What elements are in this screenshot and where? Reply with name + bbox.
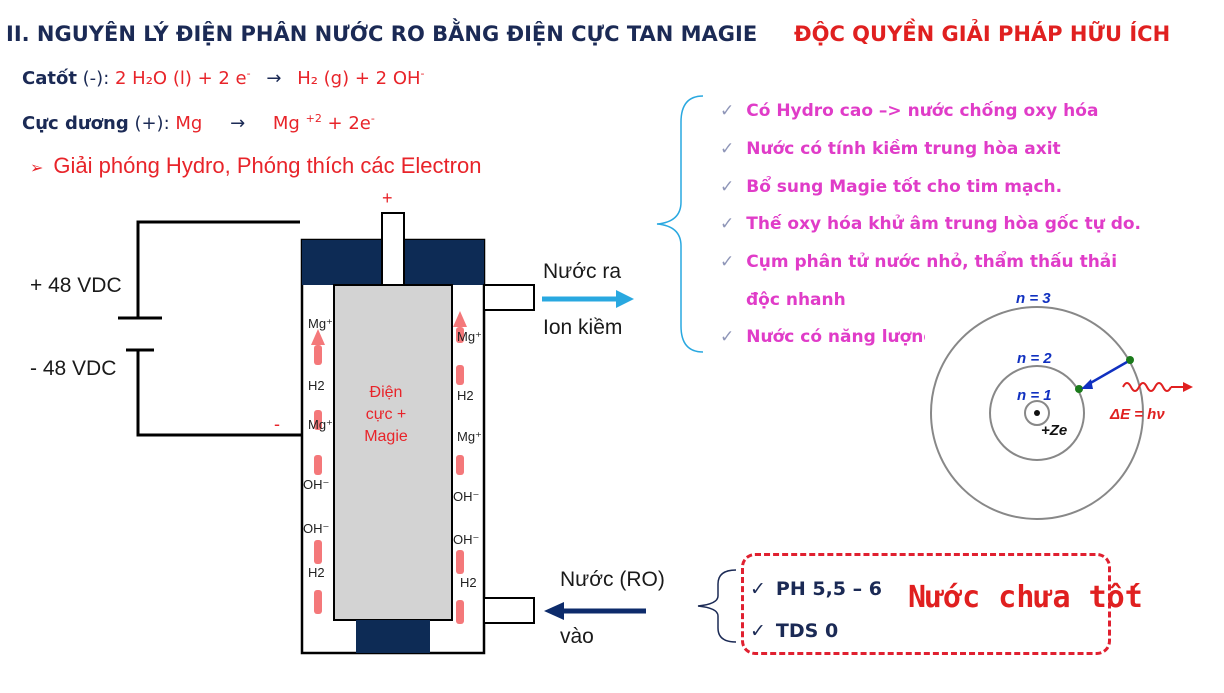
ro-verdict: Nước chưa tốt (908, 580, 1143, 615)
anode-rhs-sup: +2 (305, 112, 322, 125)
energy-label: ΔE = hν (1109, 406, 1165, 423)
outlet-arrow (542, 290, 634, 308)
anode-equation: Cực dương (+): Mg → Mg +2 + 2e- (22, 112, 375, 134)
electron-outer (1126, 356, 1134, 364)
ion-label-left: OH⁻ (303, 477, 330, 492)
benefit-item: ✓Thế oxy hóa khử âm trung hòa gốc tự do. (720, 214, 1142, 234)
cathode-arrow: → (266, 68, 282, 89)
ion-label-left: Mg⁺ (308, 417, 333, 432)
power-wiring (118, 220, 302, 437)
cathode-lhs-sup: - (246, 67, 251, 80)
ion-label-right: H2 (460, 575, 477, 590)
inlet-label-1: Nước (RO) (560, 568, 665, 591)
label-n1: n = 1 (1017, 387, 1052, 404)
ion-label-right: Mg⁺ (457, 429, 482, 444)
minus-voltage-label: - 48 VDC (30, 357, 117, 380)
check-icon: ✓ (720, 327, 735, 347)
anode-rhs: Mg (272, 113, 300, 134)
check-icon: ✓ (750, 578, 766, 600)
nucleus-label: +Ze (1041, 422, 1067, 439)
label-n3: n = 3 (1016, 290, 1051, 307)
ion-label-right: OH⁻ (453, 532, 480, 547)
check-icon: ✓ (720, 139, 735, 159)
release-marker: ➢ (30, 160, 44, 177)
anode-rhs-tail: + 2e (321, 113, 371, 134)
check-icon: ✓ (720, 252, 735, 272)
ion-label-left: Mg⁺ (308, 316, 333, 331)
benefit-item: ✓Bổ sung Magie tốt cho tim mạch. (720, 177, 1063, 197)
release-line: ➢ Giải phóng Hydro, Phóng thích các Elect… (30, 153, 481, 179)
photon-wave (1122, 382, 1172, 392)
ion-label-right: OH⁻ (453, 489, 480, 504)
release-text: Giải phóng Hydro, Phóng thích các Electr… (53, 153, 482, 178)
inlet-pipe (483, 597, 535, 624)
cathode-rhs-sup: - (420, 67, 425, 80)
inlet-arrow (544, 602, 646, 620)
electrolysis-cell (300, 212, 535, 655)
benefit-item-continued: độc nhanh (746, 290, 846, 310)
benefit-item: ✓Cụm phân tử nước nhỏ, thẩm thấu thải (720, 252, 1118, 272)
ro-specs-box (741, 553, 1111, 655)
plus-terminal-sign: + (382, 188, 393, 208)
magnesium-electrode (333, 284, 453, 621)
transition-arrow (1086, 360, 1128, 387)
anode-lhs: Mg (175, 113, 203, 134)
orbit-n2 (989, 365, 1085, 461)
cathode-equation: Catốt (-): 2 H₂O (l) + 2 e- → H₂ (g) + 2… (22, 67, 425, 89)
anode-sign: (+): (128, 113, 176, 134)
ion-label-right: H2 (457, 388, 474, 403)
ion-label-left: H2 (308, 378, 325, 393)
check-icon: ✓ (750, 620, 766, 642)
page-title: II. NGUYÊN LÝ ĐIỆN PHÂN NƯỚC RO BẰNG ĐIỆ… (6, 22, 758, 46)
electron-inner (1075, 385, 1083, 393)
left-flow-column (311, 329, 325, 614)
nucleus (1034, 410, 1040, 416)
check-icon: ✓ (720, 177, 735, 197)
ion-label-left: H2 (308, 565, 325, 580)
benefit-item: ✓Nước có năng lượng (720, 327, 936, 347)
ion-label-right: Mg⁺ (457, 329, 482, 344)
benefit-item: ✓Nước có tính kiềm trung hòa axit (720, 139, 1061, 159)
electrode-base (356, 620, 430, 653)
plus-voltage-label: + 48 VDC (30, 274, 122, 297)
benefit-item: ✓Có Hydro cao –> nước chống oxy hóa (720, 101, 1099, 121)
inlet-label-2: vào (560, 625, 594, 648)
anode-arrow: → (230, 113, 246, 134)
ro-spec-item: ✓TDS 0 (750, 620, 839, 642)
check-icon: ✓ (720, 214, 735, 234)
ro-spec-item: ✓PH 5,5 – 6 (750, 578, 882, 600)
orbit-n3 (930, 306, 1144, 520)
check-icon: ✓ (720, 101, 735, 121)
ro-brace (697, 569, 737, 643)
anode-rhs-tail-sup: - (370, 112, 375, 125)
outlet-pipe (483, 284, 535, 311)
label-n2: n = 2 (1017, 350, 1052, 367)
cathode-sign: (-): (76, 68, 115, 89)
exclusive-badge: ĐỘC QUYỀN GIẢI PHÁP HỮU ÍCH (794, 22, 1171, 46)
minus-terminal-sign: - (274, 414, 280, 434)
cathode-rhs: H₂ (g) + 2 OH (297, 68, 421, 89)
electrode-label: Điện cực + Magie (364, 384, 408, 445)
outlet-label-2: Ion kiềm (543, 316, 623, 339)
right-flow-column (453, 311, 467, 624)
cathode-label: Catốt (22, 68, 77, 89)
anode-terminal (381, 212, 405, 288)
cathode-lhs: 2 H₂O (l) + 2 e (115, 68, 247, 89)
bohr-atom-diagram: n = 3 n = 2 n = 1 +Ze ΔE = hν (925, 285, 1220, 525)
orbit-n1 (1024, 400, 1050, 426)
benefits-brace (656, 95, 704, 353)
ion-label-left: OH⁻ (303, 521, 330, 536)
outlet-label-1: Nước ra (543, 260, 622, 283)
anode-label: Cực dương (22, 113, 129, 134)
